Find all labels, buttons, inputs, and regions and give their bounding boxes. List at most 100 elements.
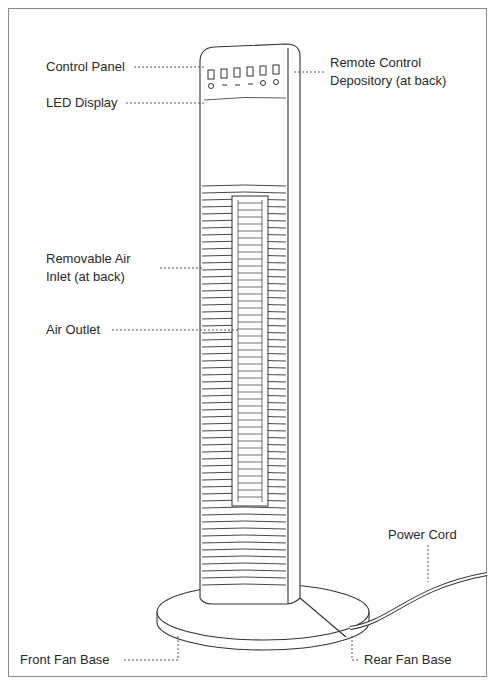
outlet-slat [238, 371, 262, 372]
outlet-slats [238, 203, 262, 497]
part-label: Removable Air Inlet (at back) [46, 250, 154, 286]
control-buttons [208, 65, 279, 89]
leader-lines-part [124, 636, 178, 660]
outlet-slat [238, 406, 262, 407]
air-outlet-part [232, 196, 268, 506]
outlet-slat [238, 252, 262, 253]
grille-slat [202, 514, 286, 515]
leader-lines [112, 67, 428, 660]
outlet-slat [238, 238, 262, 239]
outlet-slat [238, 203, 262, 204]
grille-slat [202, 192, 286, 193]
power-cord-part [350, 574, 487, 628]
grille-slat [202, 563, 286, 564]
part-label: Control Panel [46, 58, 166, 76]
outlet-slat [238, 378, 262, 379]
control-buttons-part [260, 66, 266, 75]
part-label: Remote Control Depository (at back) [330, 54, 470, 90]
outlet-slat [238, 343, 262, 344]
outlet-slat [238, 427, 262, 428]
leader-lines-part [428, 545, 429, 582]
outlet-slat [238, 413, 262, 414]
part-label: Front Fan Base [20, 651, 130, 669]
part-label: LED Display [46, 94, 166, 112]
control-buttons-part [208, 70, 214, 79]
outlet-slat [238, 350, 262, 351]
grille-slat [202, 528, 286, 529]
air-outlet [232, 196, 268, 506]
grille-slat [202, 521, 286, 522]
outlet-slat [238, 462, 262, 463]
control-buttons-part [247, 67, 253, 76]
tower-body-part [204, 97, 286, 100]
frame [9, 9, 487, 677]
outlet-slat [238, 357, 262, 358]
outlet-slat [238, 315, 262, 316]
leader-lines-part [294, 72, 326, 73]
power-cord-part [350, 574, 487, 628]
outlet-slat [238, 399, 262, 400]
grille-slat [202, 507, 286, 508]
grille-slat [202, 549, 286, 550]
tower-body-part [200, 44, 300, 604]
air-outlet-part [238, 200, 262, 502]
outlet-slat [238, 231, 262, 232]
control-buttons-part [222, 84, 253, 85]
outlet-slat [238, 441, 262, 442]
leader-lines-part [134, 67, 206, 68]
leader-lines-part [352, 636, 360, 660]
outlet-slat [238, 420, 262, 421]
outlet-slat [238, 273, 262, 274]
part-label: Air Outlet [46, 321, 146, 339]
grille-slat [202, 185, 286, 186]
grille-slat [202, 577, 286, 578]
frame-part [9, 9, 487, 677]
outlet-slat [238, 434, 262, 435]
outlet-slat [238, 259, 262, 260]
leader-lines-part [126, 103, 206, 104]
leader-lines-part [160, 268, 202, 269]
outlet-slat [238, 322, 262, 323]
control-buttons-part [273, 65, 279, 74]
grille-slat [202, 584, 286, 585]
grille-slat [202, 542, 286, 543]
outlet-slat [238, 224, 262, 225]
outlet-slat [238, 490, 262, 491]
outlet-slat [238, 308, 262, 309]
control-buttons-part [221, 69, 227, 78]
leader-lines-part [112, 330, 238, 331]
outlet-slat [238, 385, 262, 386]
power-cord [350, 574, 487, 628]
tower-body [200, 44, 300, 604]
control-buttons-part [274, 80, 279, 85]
outlet-slat [238, 448, 262, 449]
outlet-slat [238, 469, 262, 470]
outlet-slat [238, 483, 262, 484]
outlet-slat [238, 329, 262, 330]
fan-base-part [300, 598, 346, 637]
outlet-slat [238, 364, 262, 365]
outlet-slat [238, 497, 262, 498]
control-buttons-part [261, 81, 266, 86]
outlet-slat [238, 294, 262, 295]
grille-slat [202, 535, 286, 536]
control-buttons-part [234, 68, 240, 77]
outlet-slat [238, 210, 262, 211]
part-label: Rear Fan Base [364, 651, 474, 669]
outlet-slat [238, 476, 262, 477]
control-buttons-part [209, 84, 214, 89]
outlet-slat [238, 392, 262, 393]
part-label: Power Cord [388, 526, 484, 544]
outlet-slat [238, 301, 262, 302]
outlet-slat [238, 217, 262, 218]
outlet-slat [238, 245, 262, 246]
outlet-slat [238, 455, 262, 456]
outlet-slat [238, 266, 262, 267]
grille-slat [202, 556, 286, 557]
grille-slats [202, 185, 286, 585]
outlet-slat [238, 280, 262, 281]
outlet-slat [238, 336, 262, 337]
tower-body-part [287, 48, 288, 603]
grille-slat [202, 570, 286, 571]
